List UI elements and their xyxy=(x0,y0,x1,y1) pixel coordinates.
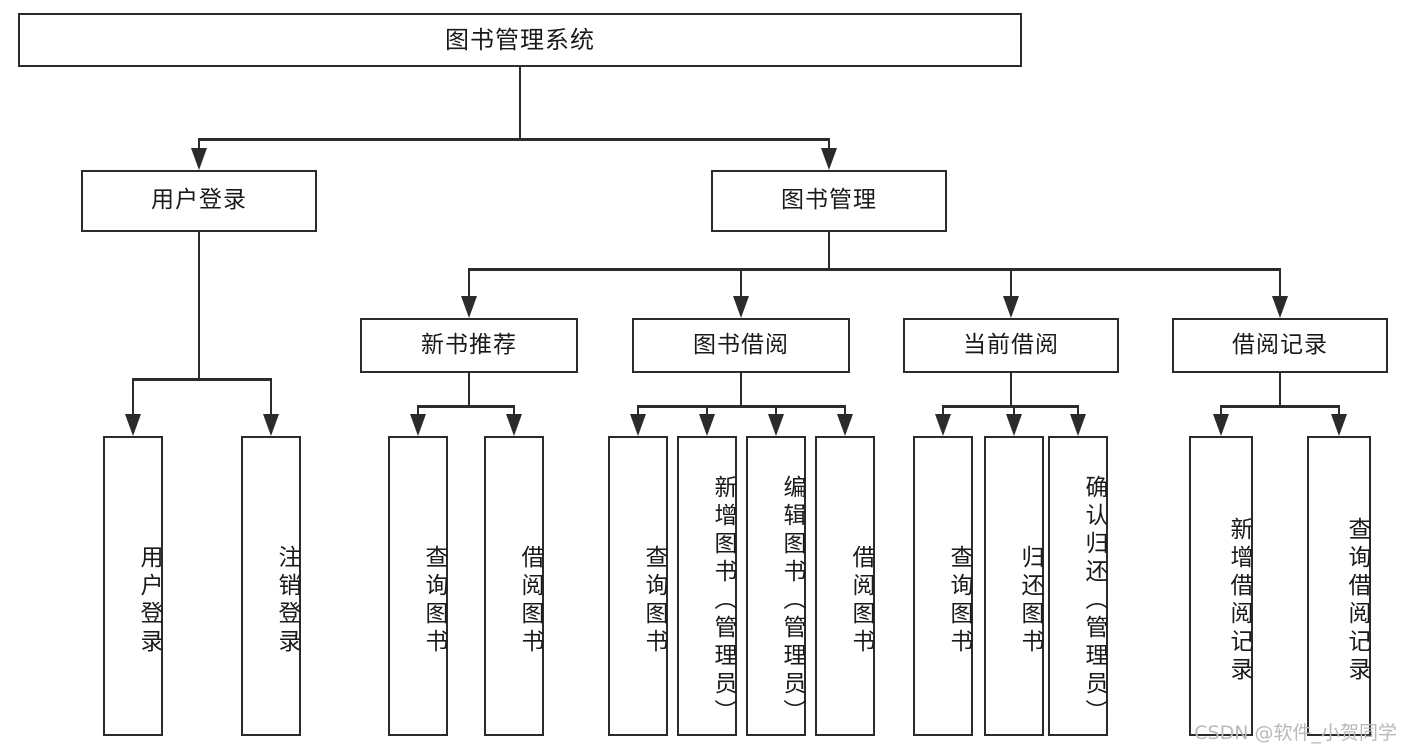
arrowhead-record xyxy=(1272,296,1288,318)
arrowhead-current-borrow-0 xyxy=(935,414,951,436)
node-label: 用户登录 xyxy=(151,187,247,214)
arrowhead-user-login xyxy=(191,148,207,170)
leaf-confirm-return-admin[interactable]: 确认归还（管理员） xyxy=(1048,436,1108,736)
node-book-manage[interactable]: 图书管理 xyxy=(711,170,947,232)
connector-drop-book-borrow-0 xyxy=(636,405,640,416)
leaf-label: 借阅图书 xyxy=(848,545,874,657)
leaf-edit-book-admin[interactable]: 编辑图书（管理员） xyxy=(746,436,806,736)
leaf-query-book-current[interactable]: 查询图书 xyxy=(913,436,973,736)
connector-drop-book-manage xyxy=(827,138,831,150)
leaf-label: 新增借阅记录 xyxy=(1226,517,1252,685)
node-book-borrow[interactable]: 图书借阅 xyxy=(632,318,850,373)
connector-drop-new-book-recommend-1 xyxy=(512,405,516,416)
node-new-book-recommend[interactable]: 新书推荐 xyxy=(360,318,578,373)
leaf-label: 查询图书 xyxy=(641,545,667,657)
connector-drop-book-borrow-3 xyxy=(843,405,847,416)
connector-bus-user-login xyxy=(133,378,271,381)
arrowhead-login xyxy=(125,414,141,436)
arrowhead-logout xyxy=(263,414,279,436)
leaf-query-book-recommend[interactable]: 查询图书 xyxy=(388,436,448,736)
leaf-label: 借阅图书 xyxy=(517,545,543,657)
leaf-label: 用户登录 xyxy=(136,545,162,657)
leaf-label: 查询图书 xyxy=(946,545,972,657)
arrowhead-borrow-record-1 xyxy=(1331,414,1347,436)
connector-bus-current-borrow xyxy=(943,405,1078,408)
node-label: 当前借阅 xyxy=(963,331,1059,358)
leaf-label: 注销登录 xyxy=(274,545,300,657)
connector-root-stem xyxy=(518,67,522,138)
leaf-logout[interactable]: 注销登录 xyxy=(241,436,301,736)
connector-drop-borrow-record-1 xyxy=(1337,405,1341,416)
connector-drop-new-book-recommend-0 xyxy=(416,405,420,416)
connector-bus-new-book-recommend xyxy=(418,405,514,408)
connector-drop-new-book xyxy=(467,268,471,298)
leaf-label: 编辑图书（管理员） xyxy=(779,475,805,727)
node-label: 借阅记录 xyxy=(1232,331,1328,358)
connector-drop-current xyxy=(1009,268,1013,298)
leaf-borrow-book[interactable]: 借阅图书 xyxy=(815,436,875,736)
connector-bus-level3 xyxy=(469,268,1280,271)
connector-stem-new-book-recommend xyxy=(467,373,471,405)
node-user-login[interactable]: 用户登录 xyxy=(81,170,317,232)
connector-drop-current-borrow-0 xyxy=(941,405,945,416)
arrowhead-borrow-record-0 xyxy=(1213,414,1229,436)
leaf-label: 新增图书（管理员） xyxy=(710,475,736,727)
connector-drop-book-borrow-2 xyxy=(774,405,778,416)
node-label: 图书管理 xyxy=(781,187,877,214)
watermark: CSDN @软件_小贺同学 xyxy=(1194,722,1397,744)
leaf-query-book-borrow[interactable]: 查询图书 xyxy=(608,436,668,736)
connector-bus-level2 xyxy=(199,138,829,141)
arrowhead-book-manage xyxy=(821,148,837,170)
leaf-borrow-book-recommend[interactable]: 借阅图书 xyxy=(484,436,544,736)
arrowhead-book-borrow-3 xyxy=(837,414,853,436)
connector-drop-record xyxy=(1278,268,1282,298)
connector-drop-borrow-record-0 xyxy=(1219,405,1223,416)
leaf-query-borrow-record[interactable]: 查询借阅记录 xyxy=(1307,436,1371,736)
connector-bus-book-borrow xyxy=(638,405,845,408)
arrowhead-current-borrow-2 xyxy=(1070,414,1086,436)
connector-drop-user-login xyxy=(197,138,201,150)
arrowhead-new-book xyxy=(461,296,477,318)
leaf-label: 确认归还（管理员） xyxy=(1081,475,1107,727)
node-label: 图书管理系统 xyxy=(445,25,595,54)
connector-drop-login xyxy=(131,378,135,416)
leaf-user-login[interactable]: 用户登录 xyxy=(103,436,163,736)
node-borrow-record[interactable]: 借阅记录 xyxy=(1172,318,1388,373)
arrowhead-new-book-recommend-0 xyxy=(410,414,426,436)
leaf-add-borrow-record[interactable]: 新增借阅记录 xyxy=(1189,436,1253,736)
arrowhead-new-book-recommend-1 xyxy=(506,414,522,436)
node-label: 图书借阅 xyxy=(693,331,789,358)
connector-drop-logout xyxy=(269,378,273,416)
leaf-return-book[interactable]: 归还图书 xyxy=(984,436,1044,736)
node-current-borrow[interactable]: 当前借阅 xyxy=(903,318,1119,373)
arrowhead-book-borrow-0 xyxy=(630,414,646,436)
arrowhead-current-borrow-1 xyxy=(1006,414,1022,436)
leaf-add-book-admin[interactable]: 新增图书（管理员） xyxy=(677,436,737,736)
connector-drop-borrow xyxy=(739,268,743,298)
node-root-system[interactable]: 图书管理系统 xyxy=(18,13,1022,67)
arrowhead-book-borrow-1 xyxy=(699,414,715,436)
leaf-label: 查询图书 xyxy=(421,545,447,657)
connector-stem-user-login xyxy=(197,232,201,378)
connector-stem-book-manage xyxy=(827,232,831,268)
connector-stem-borrow-record xyxy=(1278,373,1282,405)
connector-drop-current-borrow-2 xyxy=(1076,405,1080,416)
connector-stem-book-borrow xyxy=(739,373,743,405)
connector-drop-current-borrow-1 xyxy=(1012,405,1016,416)
connector-bus-borrow-record xyxy=(1221,405,1339,408)
node-label: 新书推荐 xyxy=(421,331,517,358)
leaf-label: 归还图书 xyxy=(1017,545,1043,657)
connector-stem-current-borrow xyxy=(1009,373,1013,405)
arrowhead-borrow xyxy=(733,296,749,318)
arrowhead-book-borrow-2 xyxy=(768,414,784,436)
connector-drop-book-borrow-1 xyxy=(705,405,709,416)
leaf-label: 查询借阅记录 xyxy=(1344,517,1370,685)
arrowhead-current xyxy=(1003,296,1019,318)
